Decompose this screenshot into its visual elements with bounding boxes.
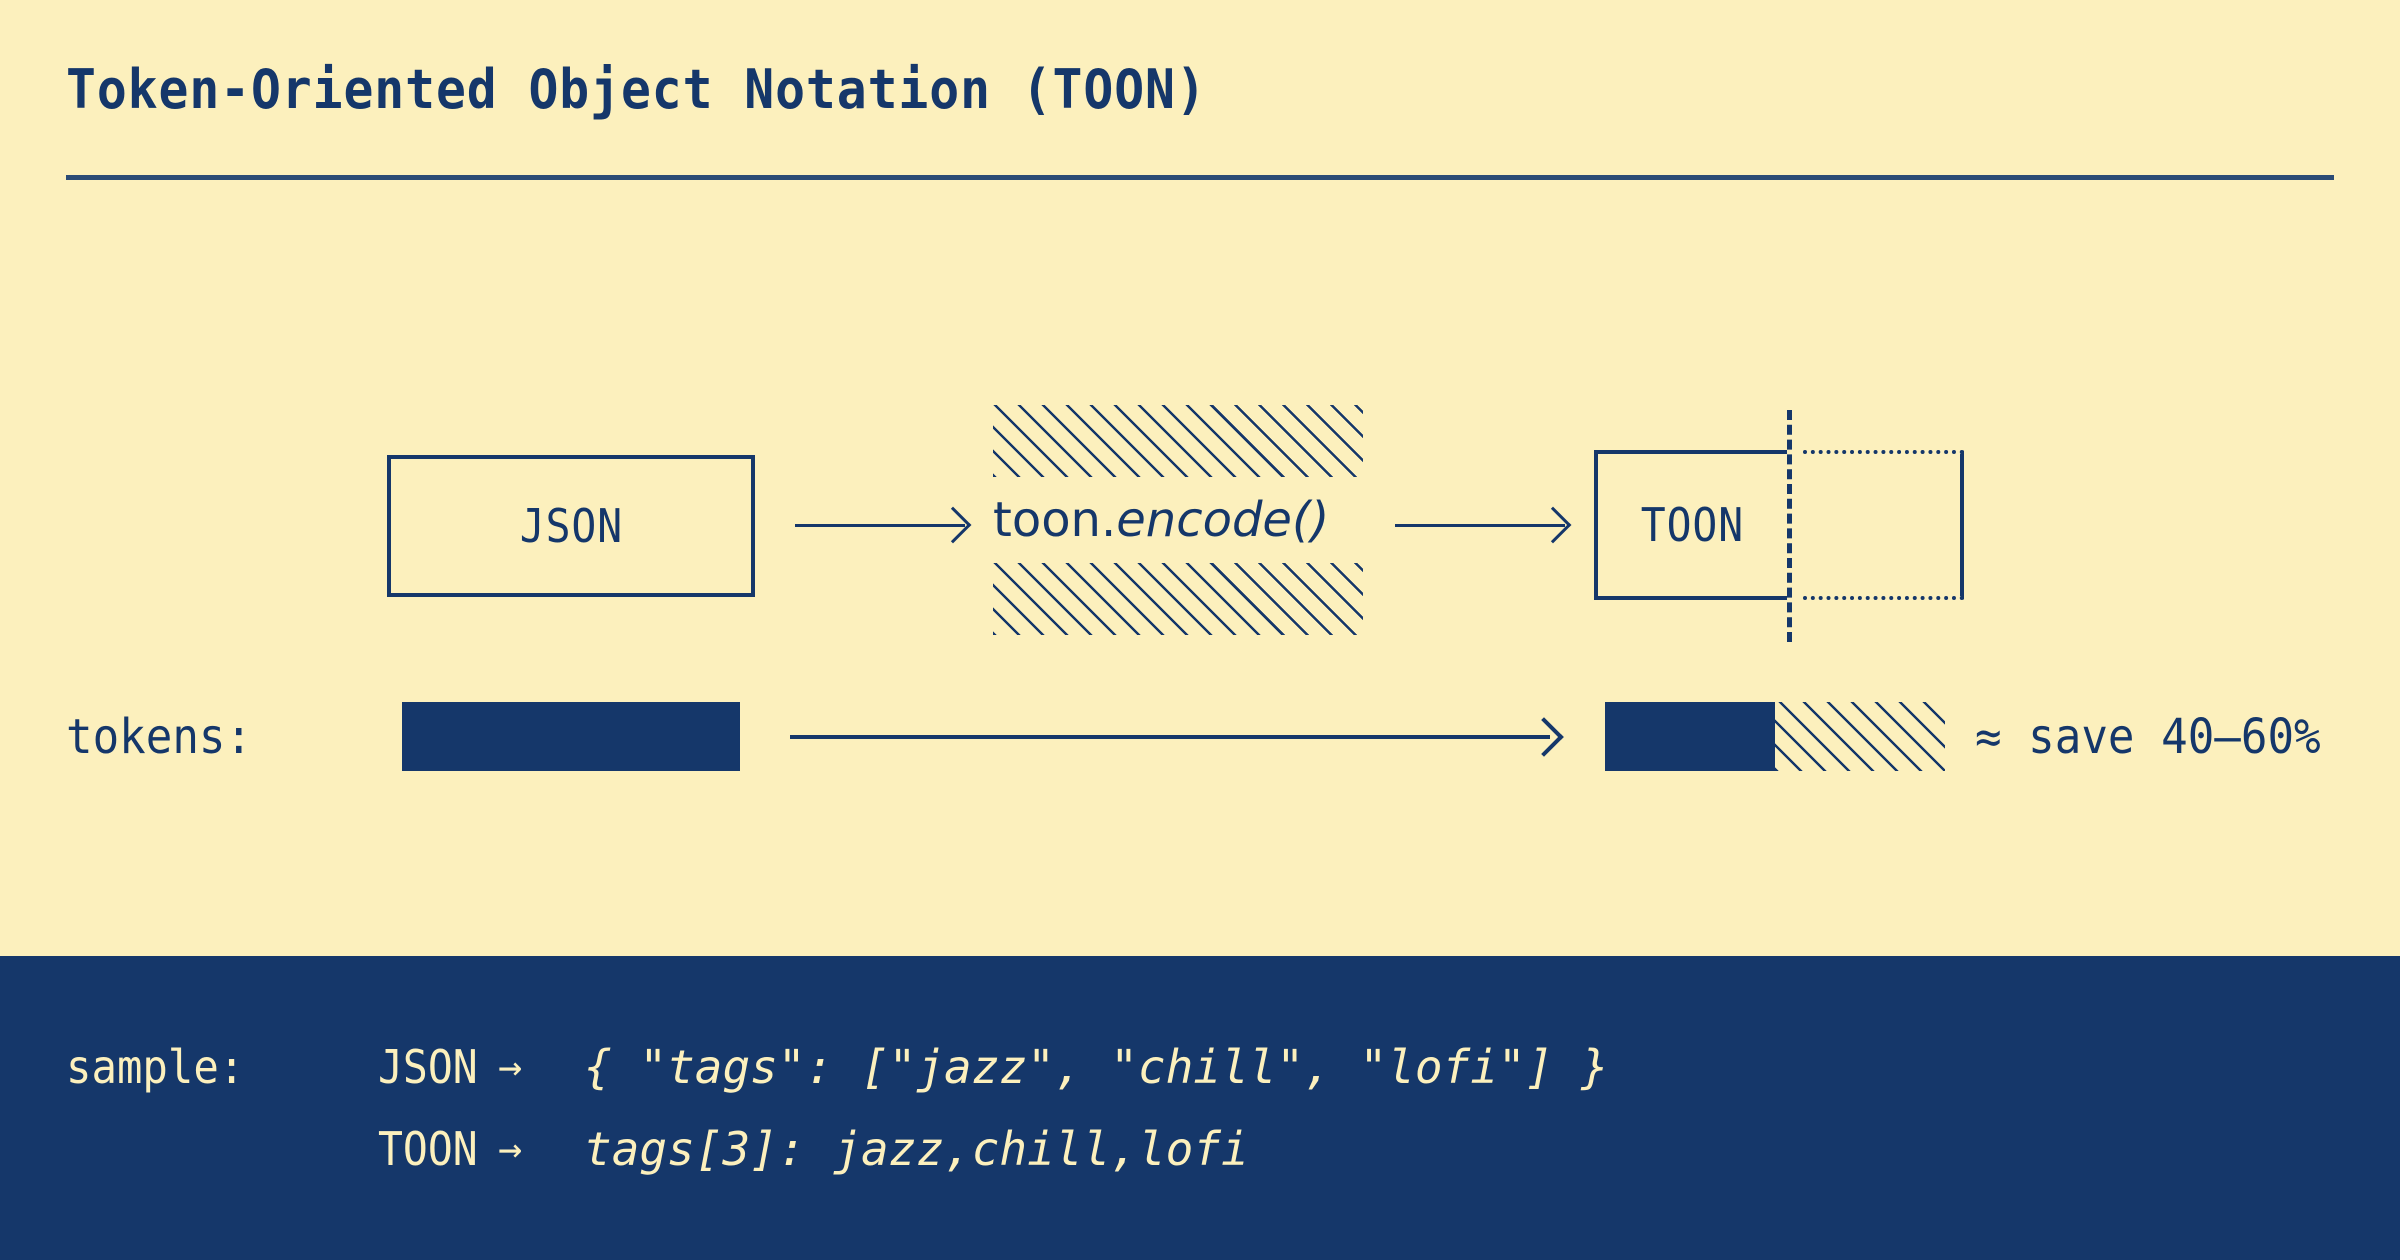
encoder-label-plain: toon. <box>993 492 1117 548</box>
toon-tokens-used-segment <box>1605 702 1775 771</box>
pipeline-diagram: JSON toon.encode() TOON <box>387 405 1964 642</box>
toon-target-group: TOON <box>1594 410 1964 642</box>
sample-label: sample: <box>66 1040 245 1094</box>
sample-format-label: TOON <box>378 1122 478 1176</box>
json-token-bar <box>402 702 740 771</box>
page-title: Token-Oriented Object Notation (TOON) <box>66 58 1207 121</box>
arrow-encoder-to-toon-line <box>1395 524 1565 527</box>
sample-panel <box>0 956 2400 1260</box>
tokens-arrow-head <box>1524 717 1564 757</box>
tokens-comparison-row: tokens: ≈ save 40–60% <box>66 702 2321 771</box>
json-box-label: JSON <box>519 499 623 553</box>
sample-row: TOON → tags[3]: jazz,chill,lofi <box>378 1122 1249 1176</box>
toon-dashed-divider <box>1787 410 1792 642</box>
sample-arrow-icon: → <box>498 1126 523 1172</box>
sample-arrow-icon: → <box>498 1044 523 1090</box>
toon-saved-space-region <box>1803 450 1964 600</box>
encoder-hatch-top <box>993 405 1363 477</box>
arrow-json-to-encoder-line <box>795 524 965 527</box>
toon-box-label: TOON <box>1640 498 1745 552</box>
toon-token-bar <box>1605 702 1945 771</box>
encoder-label: toon.encode() <box>993 477 1363 563</box>
encoder-block: toon.encode() <box>993 405 1363 635</box>
sample-code: tags[3]: jazz,chill,lofi <box>584 1122 1249 1176</box>
savings-annotation: ≈ save 40–60% <box>1975 708 2321 765</box>
sample-code: { "tags": ["jazz", "chill", "lofi"] } <box>584 1040 1609 1094</box>
sample-format-label: JSON <box>378 1040 478 1094</box>
tokens-arrow-line <box>790 735 1550 739</box>
json-source-box: JSON <box>387 455 755 597</box>
sample-row: JSON → { "tags": ["jazz", "chill", "lofi… <box>378 1040 1609 1094</box>
header-divider-rule <box>66 175 2334 180</box>
encoder-hatch-bottom <box>993 563 1363 635</box>
encoder-label-italic: encode() <box>1116 492 1330 548</box>
tokens-row-label: tokens: <box>66 708 253 765</box>
toon-target-box: TOON <box>1594 450 1787 600</box>
toon-tokens-saved-segment <box>1775 702 1945 771</box>
